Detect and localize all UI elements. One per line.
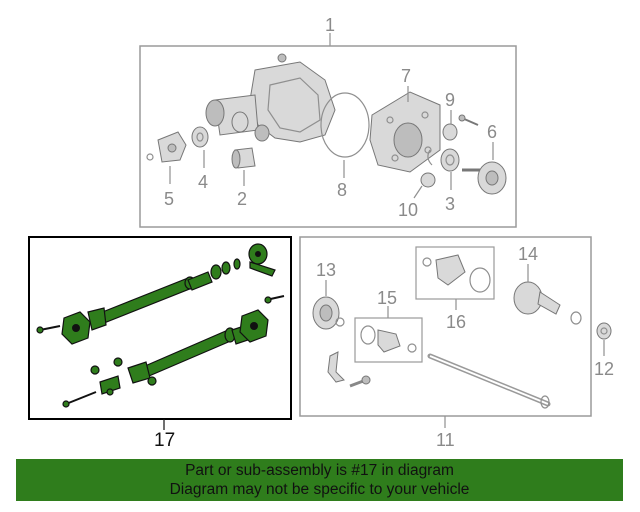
bushing-part xyxy=(442,123,458,141)
axle-shaft-group[interactable]: 11 13 15 16 xyxy=(299,236,592,450)
callout-5: 5 xyxy=(164,189,174,209)
callout-2: 2 xyxy=(237,189,247,209)
upper-flex-coupler xyxy=(36,311,91,345)
callout-10: 10 xyxy=(398,200,418,220)
inner-cv-joint xyxy=(312,296,345,330)
callout-4: 4 xyxy=(198,172,208,192)
boot-kit-box-16 xyxy=(415,246,495,300)
differential-cover xyxy=(369,91,441,173)
shaft-hardware xyxy=(62,357,157,408)
callout-13: 13 xyxy=(316,260,336,280)
hub-nut-part xyxy=(596,322,612,340)
callout-3: 3 xyxy=(445,194,455,214)
differential-assembly-group[interactable]: 1 8 7 9 xyxy=(139,15,517,228)
inner-boot-part xyxy=(360,325,417,353)
differential-housing xyxy=(205,53,336,143)
banner-line-1: Part or sub-assembly is #17 in diagram xyxy=(185,462,454,479)
callout-11: 11 xyxy=(436,430,455,450)
callout-12: 12 xyxy=(594,359,614,379)
lower-shaft xyxy=(127,325,249,384)
propeller-shaft-group[interactable]: 17 xyxy=(28,236,292,451)
gasket-part xyxy=(320,92,370,158)
seal-part xyxy=(440,148,460,172)
callout-1: 1 xyxy=(325,15,335,35)
callout-7: 7 xyxy=(401,66,411,86)
callout-9: 9 xyxy=(445,90,455,110)
axle-bracket xyxy=(327,351,345,383)
nut-part xyxy=(420,172,436,188)
outer-boot-part xyxy=(422,254,491,293)
banner-line-2: Diagram may not be specific to your vehi… xyxy=(169,481,470,498)
callout-14: 14 xyxy=(518,244,538,264)
callout-16: 16 xyxy=(446,312,466,332)
differential-box xyxy=(139,45,517,228)
notice-banner: Part or sub-assembly is #17 in diagram D… xyxy=(16,459,623,501)
callout-17: 17 xyxy=(154,430,175,451)
flange-part xyxy=(462,161,507,195)
callout-6: 6 xyxy=(487,122,497,142)
propeller-shaft-box xyxy=(28,236,292,420)
callout-8: 8 xyxy=(337,180,347,200)
lower-flex-coupler xyxy=(239,295,285,343)
upper-shaft xyxy=(87,243,276,331)
callout-15: 15 xyxy=(377,288,397,308)
bearing-part xyxy=(191,126,209,148)
bracket-part xyxy=(146,131,187,163)
outer-cv-joint xyxy=(513,281,582,325)
